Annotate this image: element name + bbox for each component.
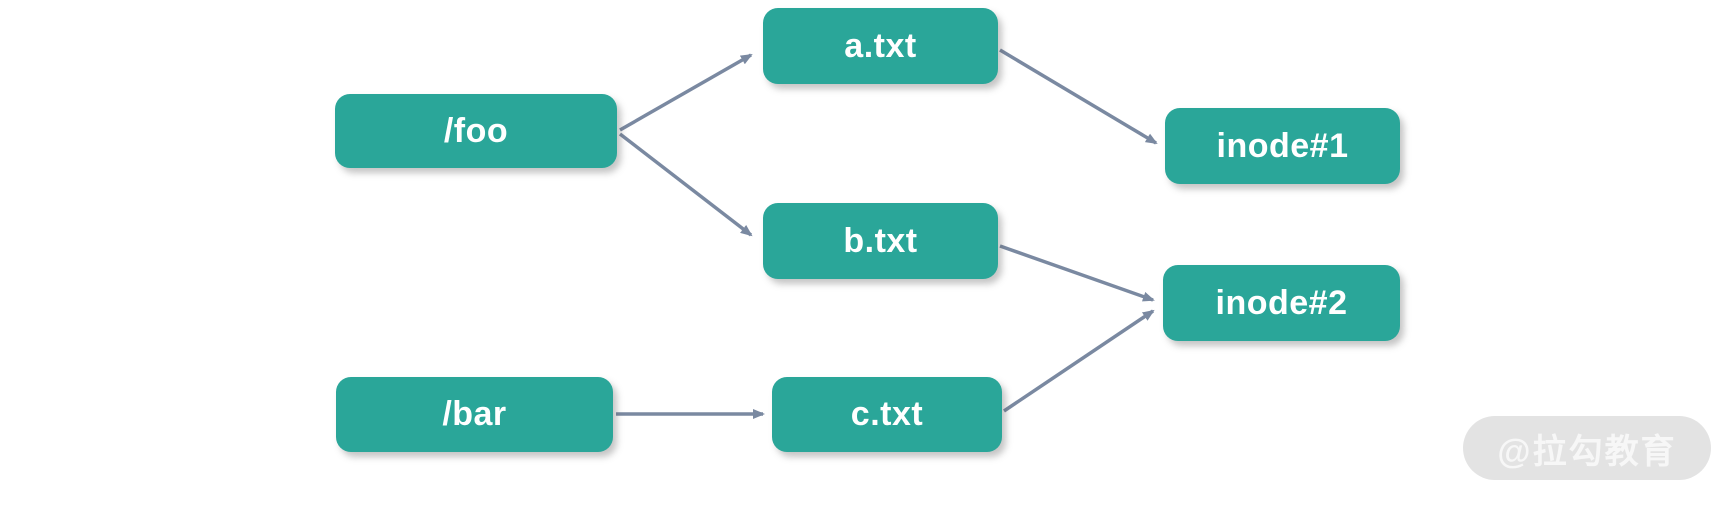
node-inode1: inode#1 bbox=[1165, 108, 1400, 184]
node-b-txt-label: b.txt bbox=[843, 221, 918, 260]
edge-a-txt-to-inode1 bbox=[999, 48, 1158, 145]
watermark-label: @拉勾教育 bbox=[1497, 432, 1677, 471]
node-c-txt-label: c.txt bbox=[850, 395, 924, 433]
edge-foo-to-b-txt bbox=[618, 132, 753, 237]
edge-b-txt-to-inode2 bbox=[999, 244, 1155, 302]
node-b-txt: b.txt bbox=[763, 203, 998, 279]
node-bar-label: /bar bbox=[442, 395, 507, 433]
node-a-txt: a.txt bbox=[763, 8, 998, 84]
node-inode2: inode#2 bbox=[1163, 265, 1400, 341]
node-a-txt-label: a.txt bbox=[844, 26, 917, 65]
node-inode1-label: inode#1 bbox=[1216, 126, 1349, 165]
edge-foo-to-a-txt bbox=[619, 53, 753, 132]
node-inode2-label: inode#2 bbox=[1215, 283, 1348, 322]
node-foo: /foo bbox=[335, 94, 617, 168]
node-c-txt: c.txt bbox=[772, 377, 1002, 452]
node-bar: /bar bbox=[336, 377, 613, 452]
edge-c-txt-to-inode2 bbox=[1003, 309, 1155, 413]
node-foo-label: /foo bbox=[443, 111, 509, 150]
watermark-badge: @拉勾教育 bbox=[1463, 416, 1711, 480]
